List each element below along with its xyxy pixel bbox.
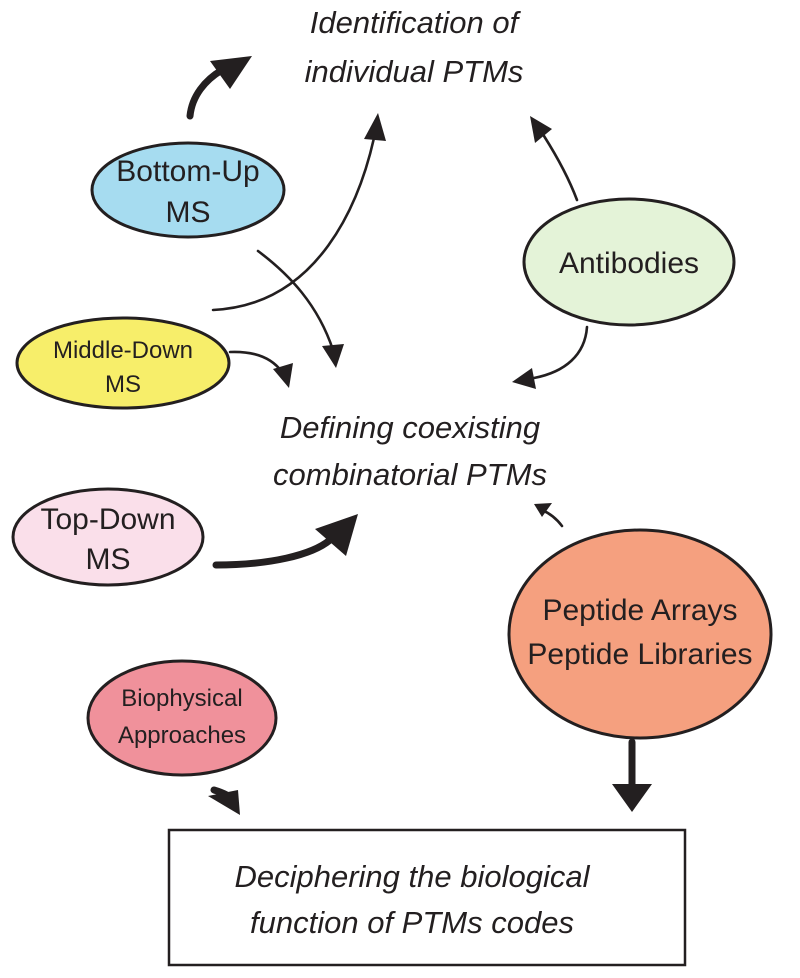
goal-coexisting-line2: combinatorial PTMs	[273, 457, 547, 492]
goal-coexisting: Defining coexisting combinatorial PTMs	[273, 410, 547, 492]
antibodies-label: Antibodies	[559, 247, 699, 280]
biophysical-ellipse	[86, 659, 278, 777]
bottom-up-label-line2: MS	[166, 196, 211, 229]
goal-deciphering-line2: function of PTMs codes	[250, 905, 574, 940]
arrow-biophysical-to-deciphering	[208, 786, 240, 815]
top-down-ellipse	[11, 487, 205, 587]
middle-down-ellipse	[15, 316, 231, 410]
antibodies-ellipse	[522, 197, 736, 327]
arrow-antibodies-to-coexisting	[512, 325, 589, 389]
goal-coexisting-line1: Defining coexisting	[280, 410, 540, 445]
biophysical-label-line1: Biophysical	[121, 685, 242, 712]
node-antibodies: Antibodies	[522, 197, 736, 327]
arrow-middledown-to-coexisting	[228, 350, 293, 388]
goal-identification: Identification of individual PTMs	[305, 5, 524, 89]
top-down-label-line1: Top-Down	[40, 503, 175, 536]
arrows	[186, 56, 652, 815]
bottom-up-ellipse	[90, 141, 286, 239]
arrow-bottomup-to-coexisting	[256, 249, 344, 368]
goal-identification-line2: individual PTMs	[305, 54, 524, 89]
arrow-topdown-to-coexisting	[212, 514, 358, 569]
arrow-middledown-to-identification	[211, 113, 386, 312]
peptides-label-line2: Peptide Libraries	[527, 638, 752, 671]
arrow-antibodies-to-identification	[530, 116, 579, 202]
middle-down-label-line2: MS	[105, 371, 141, 398]
node-peptide-arrays-libraries: Peptide Arrays Peptide Libraries	[507, 528, 773, 740]
goal-identification-line1: Identification of	[310, 5, 522, 40]
node-biophysical-approaches: Biophysical Approaches	[86, 659, 278, 777]
biophysical-label-line2: Approaches	[118, 722, 246, 749]
middle-down-label-line1: Middle-Down	[53, 337, 193, 364]
deciphering-box	[167, 828, 687, 967]
bottom-up-label-line1: Bottom-Up	[116, 155, 259, 188]
node-bottom-up-ms: Bottom-Up MS	[90, 141, 286, 239]
goal-deciphering-line1: Deciphering the biological	[234, 859, 590, 894]
arrow-peptides-to-deciphering	[612, 738, 652, 812]
peptides-label-line1: Peptide Arrays	[542, 594, 737, 627]
top-down-label-line2: MS	[86, 543, 131, 576]
arrow-bottomup-to-identification	[186, 56, 252, 120]
node-middle-down-ms: Middle-Down MS	[15, 316, 231, 410]
node-top-down-ms: Top-Down MS	[11, 487, 205, 587]
arrow-peptides-to-coexisting	[534, 503, 564, 528]
goal-deciphering: Deciphering the biological function of P…	[167, 828, 687, 967]
peptides-ellipse	[507, 528, 773, 740]
